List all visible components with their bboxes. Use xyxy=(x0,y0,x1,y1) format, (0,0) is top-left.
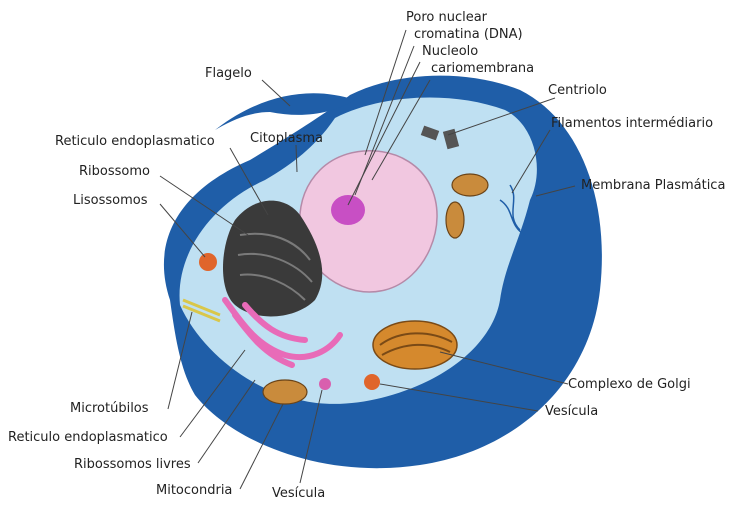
mitochondrion-1 xyxy=(452,174,488,196)
label-cromatina: cromatina (DNA) xyxy=(414,27,523,42)
mitochondrion-3 xyxy=(263,380,307,404)
vesicle-bottom xyxy=(319,378,331,390)
label-ribossomos-livres: Ribossomos livres xyxy=(74,457,191,472)
label-lisossomos: Lisossomos xyxy=(73,193,147,208)
label-reticulo-top: Reticulo endoplasmatico xyxy=(55,134,215,149)
label-poro-nuclear: Poro nuclear xyxy=(406,10,487,25)
label-nucleolo: Nucleolo xyxy=(422,44,478,59)
label-mitocondria: Mitocondria xyxy=(156,483,232,498)
label-flagelo: Flagelo xyxy=(205,66,252,81)
label-citoplasma: Citoplasma xyxy=(250,131,323,146)
label-centriolo: Centriolo xyxy=(548,83,607,98)
label-cariomembrana: cariomembrana xyxy=(431,61,534,76)
label-membrana-plasmatica: Membrana Plasmática xyxy=(581,178,725,193)
label-reticulo-bottom: Reticulo endoplasmatico xyxy=(8,430,168,445)
label-filamentos: Filamentos intermédiario xyxy=(551,116,713,131)
nucleolus xyxy=(331,195,365,225)
label-complexo-golgi: Complexo de Golgi xyxy=(568,377,691,392)
label-microtubulos: Microtúbilos xyxy=(70,401,149,416)
label-ribossomo: Ribossomo xyxy=(79,164,150,179)
label-vesicula-bottom: Vesícula xyxy=(272,486,325,501)
lysosome xyxy=(199,253,217,271)
vesicle-right xyxy=(364,374,380,390)
mitochondrion-2 xyxy=(446,202,464,238)
label-vesicula-right: Vesícula xyxy=(545,404,598,419)
